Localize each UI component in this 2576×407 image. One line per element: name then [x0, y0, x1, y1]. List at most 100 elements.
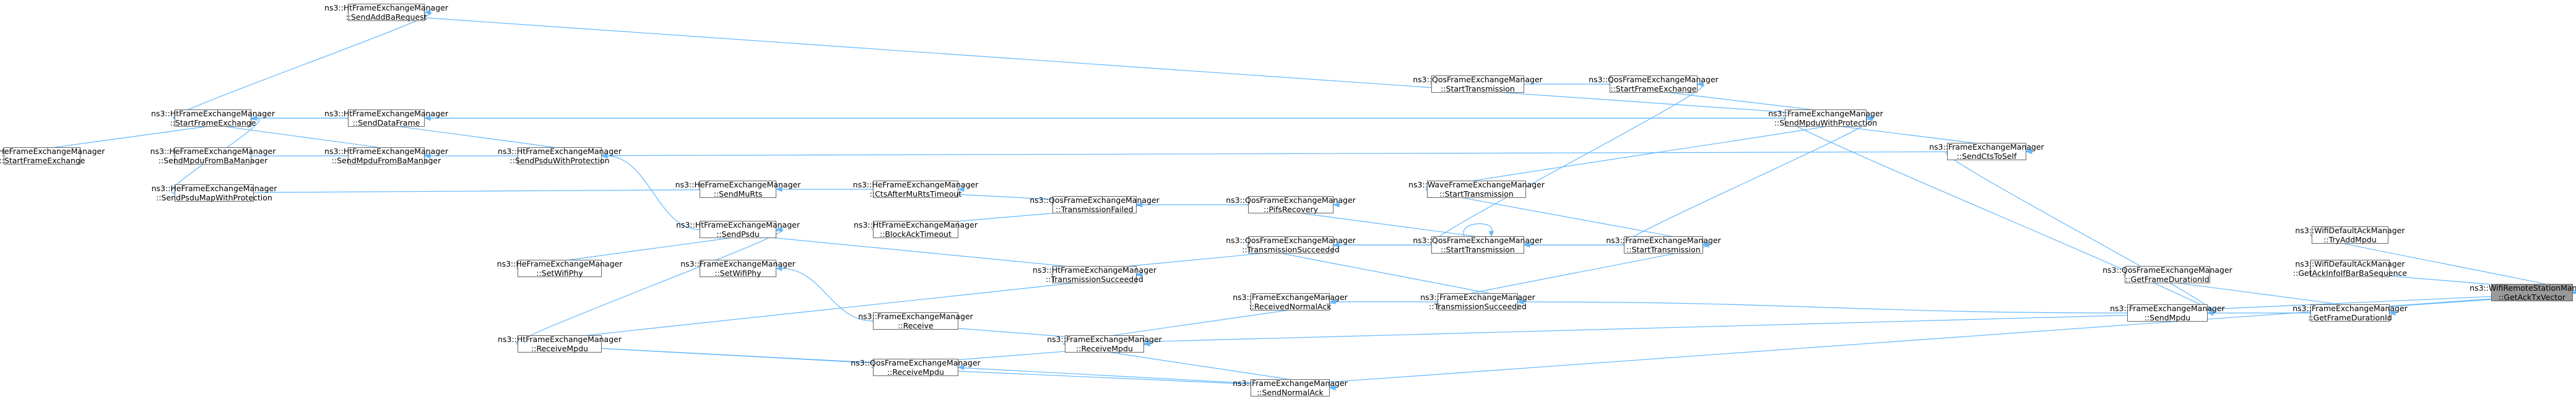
node-wifidefaultackmanager-tryaddmpdu[interactable]: ns3::WifiDefaultAckManager ::TryAddMpdu [2295, 226, 2405, 244]
node-heframeexchangemanager-sendpsdumapwithprotection[interactable]: ns3::HeFrameExchangeManager ::SendPsduMa… [152, 184, 277, 202]
node-qosframeexchangemanager-pifsrecovery[interactable]: ns3::QosFrameExchangeManager ::PifsRecov… [1226, 195, 1356, 214]
node-frameexchangemanager-receive[interactable]: ns3::FrameExchangeManager ::Receive [858, 312, 973, 330]
node-line1: ns3::QosFrameExchangeManager [1589, 75, 1719, 84]
node-htframeexchangemanager-sendmpdufrombamanager[interactable]: ns3::HtFrameExchangeManager ::SendMpduFr… [324, 147, 448, 165]
node-waveframeexchangemanager-starttransmission[interactable]: ns3::WaveFrameExchangeManager ::StartTra… [1408, 180, 1545, 199]
node-line1: ns3::FrameExchangeManager [1929, 142, 2044, 152]
node-line2: ::TryAddMpdu [2323, 235, 2377, 244]
node-line1: ns3::FrameExchangeManager [858, 312, 973, 321]
node-htframeexchangemanager-transmissionsucceeded[interactable]: ns3::HtFrameExchangeManager ::Transmissi… [1033, 265, 1156, 284]
node-line1: ns3::HeFrameExchangeManager [675, 180, 801, 189]
node-line2: ::StartFrameExchange [1610, 84, 1697, 93]
node-line2: ::SendPsdu [716, 229, 760, 239]
node-line2: ::ReceivedNormalAck [1249, 302, 1332, 311]
node-line2: ::Receive [898, 321, 934, 330]
node-line1: ns3::HeFrameExchangeManager [150, 147, 276, 156]
node-frameexchangemanager-receivednormalack[interactable]: ns3::FrameExchangeManager ::ReceivedNorm… [1233, 293, 1348, 311]
arrowhead-icon [423, 9, 431, 15]
node-qosframeexchangemanager-starttransmission[interactable]: ns3::QosFrameExchangeManager ::StartTran… [1413, 236, 1543, 254]
node-line2: ::SendMpduFromBaManager [158, 156, 268, 165]
node-line2: ::SetWifiPhy [714, 268, 761, 278]
node-line2: ::TransmissionSucceeded [1242, 245, 1340, 254]
node-wifidefaultackmanager-getackinfoifbarbasequence[interactable]: ns3::WifiDefaultAckManager ::GetAckInfoI… [2293, 259, 2407, 278]
node-line1: ns3::QosFrameExchangeManager [1226, 236, 1356, 245]
node-frameexchangemanager-sendctstoself[interactable]: ns3::FrameExchangeManager ::SendCtsToSel… [1929, 142, 2044, 161]
node-frameexchangemanager-setwifiphy[interactable]: ns3::FrameExchangeManager ::SetWifiPhy [680, 259, 796, 278]
node-qosframeexchangemanager-starttransmission-2[interactable]: ns3::QosFrameExchangeManager ::StartTran… [1413, 75, 1543, 93]
node-line2: ::StartFrameExchange [170, 118, 256, 127]
arrowhead-icon [1517, 299, 1524, 305]
node-htframeexchangemanager-senddataframe[interactable]: ns3::HtFrameExchangeManager ::SendDataFr… [324, 109, 448, 127]
node-line2: ::GetAckTxVector [2498, 293, 2565, 302]
node-heframeexchangemanager-sendmurts[interactable]: ns3::HeFrameExchangeManager ::SendMuRts [675, 180, 801, 199]
call-edge [1945, 151, 2214, 314]
node-frameexchangemanager-receivempdu[interactable]: ns3::FrameExchangeManager ::ReceiveMpdu [1047, 335, 1162, 353]
node-line1: ns3::HtFrameExchangeManager [324, 147, 448, 156]
call-edge [781, 268, 874, 322]
arrowhead-icon [1702, 242, 1709, 248]
node-frameexchangemanager-starttransmission[interactable]: ns3::FrameExchangeManager ::StartTransmi… [1606, 236, 1721, 254]
node-line2: ::StartFrameExchange [0, 156, 85, 165]
node-line2: ::StartTransmission [1626, 245, 1701, 254]
node-line1: ns3::FrameExchangeManager [1768, 109, 1883, 118]
arrowhead-icon [2206, 310, 2214, 316]
node-qosframeexchangemanager-startframeexchange[interactable]: ns3::QosFrameExchangeManager ::StartFram… [1589, 75, 1719, 93]
node-htframeexchangemanager-sendaddbarequest[interactable]: ns3::HtFrameExchangeManager ::SendAddBaR… [324, 3, 448, 22]
arrowhead-icon [1329, 299, 1336, 305]
node-line1: ns3::FrameExchangeManager [2292, 304, 2408, 313]
node-heframeexchangemanager-setwifiphy[interactable]: ns3::HeFrameExchangeManager ::SetWifiPhy [497, 259, 623, 278]
arrowhead-icon [957, 186, 965, 192]
node-line1: ns3::WifiRemoteStationManager [2470, 283, 2576, 293]
node-line1: ns3::HtFrameExchangeManager [854, 220, 978, 229]
node-line1: ns3::FrameExchangeManager [680, 259, 796, 268]
node-frameexchangemanager-sendmpduwithprotection[interactable]: ns3::FrameExchangeManager ::SendMpduWith… [1768, 109, 1883, 127]
node-line2: ::GetFrameDurationId [2125, 275, 2210, 284]
node-line1: ns3::QosFrameExchangeManager [851, 358, 981, 367]
node-qosframeexchangemanager-transmissionfailed[interactable]: ns3::QosFrameExchangeManager ::Transmiss… [1030, 195, 1160, 214]
arrowhead-icon [1523, 242, 1530, 248]
node-line1: ns3::WaveFrameExchangeManager [1408, 180, 1545, 189]
node-line2: ::StartTransmission [1439, 189, 1514, 199]
node-qosframeexchangemanager-getframedurationid[interactable]: ns3::QosFrameExchangeManager ::GetFrameD… [2102, 265, 2232, 284]
node-heframeexchangemanager-sendmpdufrombamanager[interactable]: ns3::HeFrameExchangeManager ::SendMpduFr… [150, 147, 276, 165]
node-qosframeexchangemanager-transmissionsucceeded[interactable]: ns3::QosFrameExchangeManager ::Transmiss… [1226, 236, 1356, 254]
node-line1: ns3::HtFrameExchangeManager [1033, 265, 1156, 275]
arrowhead-icon [1332, 202, 1340, 208]
node-frameexchangemanager-transmissionsucceeded[interactable]: ns3::FrameExchangeManager ::Transmission… [1420, 293, 1535, 311]
node-frameexchangemanager-getframedurationid[interactable]: ns3::FrameExchangeManager ::GetFrameDura… [2292, 304, 2408, 322]
node-line2: ::TransmissionSucceeded [1429, 302, 1527, 311]
call-edge [1429, 84, 1704, 246]
node-heframeexchangemanager-startframeexchange[interactable]: ns3::HeFrameExchangeManager ::StartFrame… [0, 147, 105, 165]
node-line1: ns3::HtFrameExchangeManager [676, 220, 800, 229]
node-line1: ns3::QosFrameExchangeManager [1413, 75, 1543, 84]
node-line1: ns3::WifiDefaultAckManager [2295, 259, 2405, 268]
node-line1: ns3::QosFrameExchangeManager [2102, 265, 2232, 275]
arrowhead-icon [1143, 341, 1150, 347]
node-frameexchangemanager-sendmpdu[interactable]: ns3::FrameExchangeManager ::SendMpdu [2110, 304, 2225, 322]
node-htframeexchangemanager-startframeexchange[interactable]: ns3::HtFrameExchangeManager ::StartFrame… [151, 109, 275, 127]
node-line1: ns3::HeFrameExchangeManager [0, 147, 105, 156]
node-line1: ns3::FrameExchangeManager [1606, 236, 1721, 245]
node-htframeexchangemanager-sendpsdu[interactable]: ns3::HtFrameExchangeManager ::SendPsdu [676, 220, 800, 239]
node-htframeexchangemanager-blockacktimeout[interactable]: ns3::HtFrameExchangeManager ::BlockAckTi… [854, 220, 978, 239]
arrowhead-icon [2388, 310, 2396, 316]
node-htframeexchangemanager-receivempdu[interactable]: ns3::HtFrameExchangeManager ::ReceiveMpd… [498, 335, 622, 353]
call-edge [1463, 223, 1493, 237]
node-line2: ::SendPsduMapWithProtection [156, 193, 272, 202]
node-line2: ::CtsAfterMuRtsTimeout [869, 189, 962, 199]
arrowhead-icon [1329, 385, 1336, 391]
node-htframeexchangemanager-sendpsduwithprotection[interactable]: ns3::HtFrameExchangeManager ::SendPsduWi… [498, 147, 622, 165]
node-line2: ::SendPsduWithProtection [510, 156, 610, 165]
arrowhead-icon [1135, 272, 1143, 278]
node-line1: ns3::FrameExchangeManager [1233, 379, 1348, 388]
node-line2: ::SetWifiPhy [536, 268, 583, 278]
node-heframeexchangemanager-ctsaftermurtstimeout[interactable]: ns3::HeFrameExchangeManager ::CtsAfterMu… [853, 180, 979, 199]
node-line2: ::PifsRecovery [1263, 205, 1319, 214]
arrowhead-icon [1135, 202, 1143, 208]
node-frameexchangemanager-sendnormalack[interactable]: ns3::FrameExchangeManager ::SendNormalAc… [1233, 379, 1348, 397]
node-line2: ::SendMuRts [713, 189, 763, 199]
node-line2: ::TransmissionFailed [1056, 205, 1134, 214]
node-qosframeexchangemanager-receivempdu[interactable]: ns3::QosFrameExchangeManager ::ReceiveMp… [851, 358, 981, 377]
node-line1: ns3::HeFrameExchangeManager [852, 180, 979, 189]
